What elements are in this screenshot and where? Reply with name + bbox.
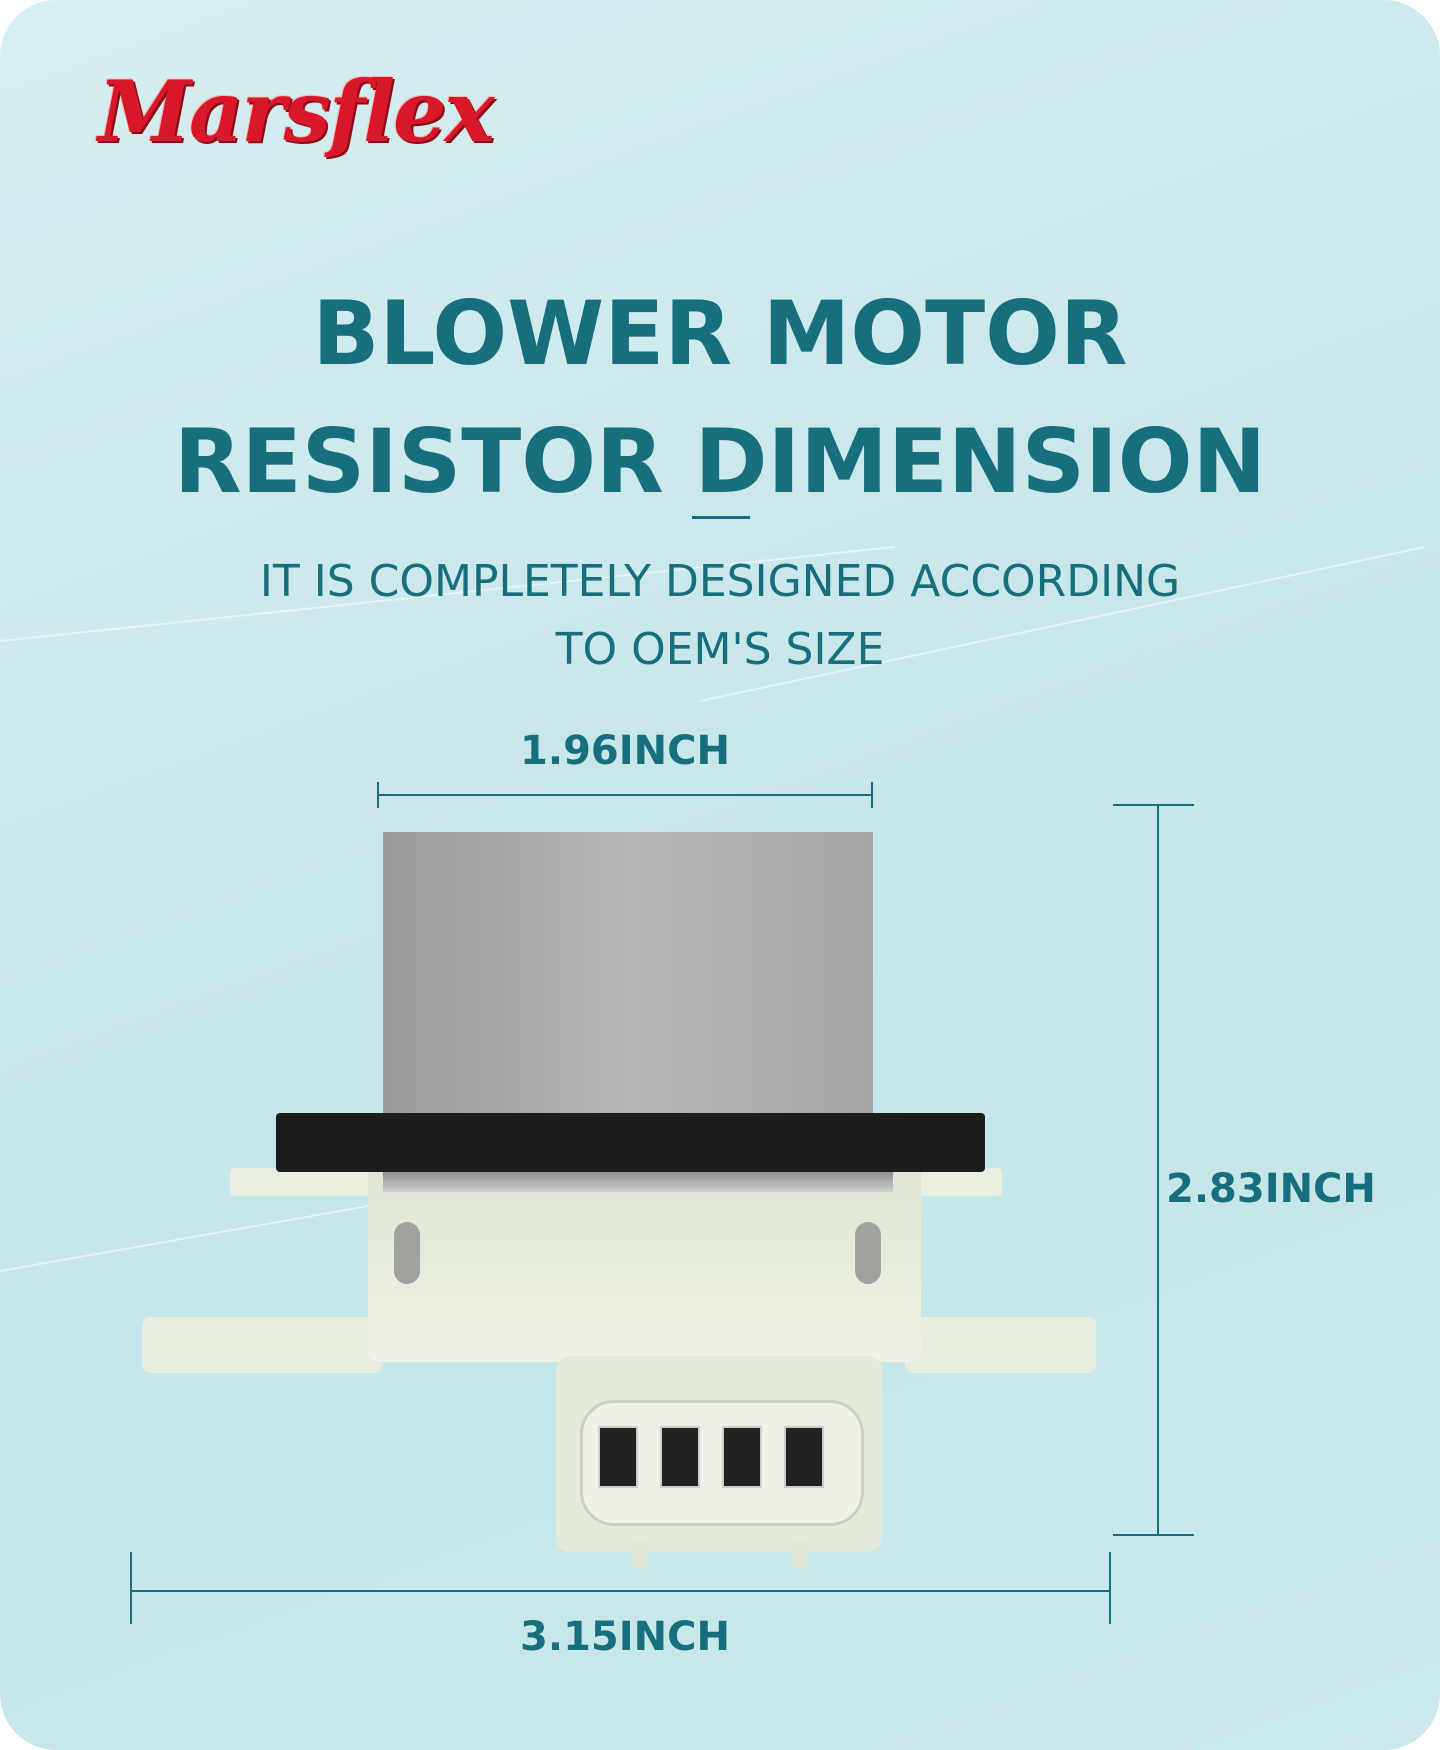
subtitle-line-2: TO OEM'S SIZE — [555, 624, 885, 675]
foam-gasket — [276, 1113, 985, 1172]
dimension-tick — [1113, 1534, 1194, 1536]
connector-pin — [722, 1426, 762, 1488]
dimension-tick — [1109, 1552, 1111, 1624]
dimension-tick — [1113, 804, 1194, 806]
dimension-tick — [871, 782, 873, 808]
bottom-dimension-line — [131, 1590, 1111, 1592]
connector-pin — [660, 1426, 700, 1488]
right-mounting-flange — [905, 1317, 1096, 1373]
top-width-label: 1.96INCH — [520, 728, 730, 774]
plastic-housing — [368, 1172, 921, 1362]
connector-latch — [632, 1540, 648, 1570]
metal-strip — [383, 1172, 893, 1192]
connector-pin — [784, 1426, 824, 1488]
subtitle: IT IS COMPLETELY DESIGNED ACCORDING TO O… — [0, 548, 1440, 684]
title-line-2: RESISTOR DIMENSION — [173, 410, 1267, 513]
top-dimension-line — [377, 794, 873, 796]
dimension-tick — [377, 782, 379, 808]
left-mounting-flange — [142, 1317, 382, 1373]
dimension-tick — [130, 1552, 132, 1624]
heat-sink-plate — [383, 832, 873, 1116]
page-title: BLOWER MOTOR RESISTOR DIMENSION — [0, 270, 1440, 526]
mounting-slot — [394, 1222, 420, 1284]
bottom-width-label: 3.15INCH — [520, 1614, 730, 1660]
brand-logo: Marsflex — [98, 62, 495, 161]
divider — [692, 516, 750, 519]
height-dimension-line — [1157, 804, 1159, 1536]
connector-pin — [598, 1426, 638, 1488]
mounting-slot — [855, 1222, 881, 1284]
connector-latch — [792, 1540, 808, 1570]
height-label: 2.83INCH — [1166, 1166, 1376, 1212]
subtitle-line-1: IT IS COMPLETELY DESIGNED ACCORDING — [259, 556, 1181, 607]
title-line-1: BLOWER MOTOR — [312, 282, 1128, 385]
